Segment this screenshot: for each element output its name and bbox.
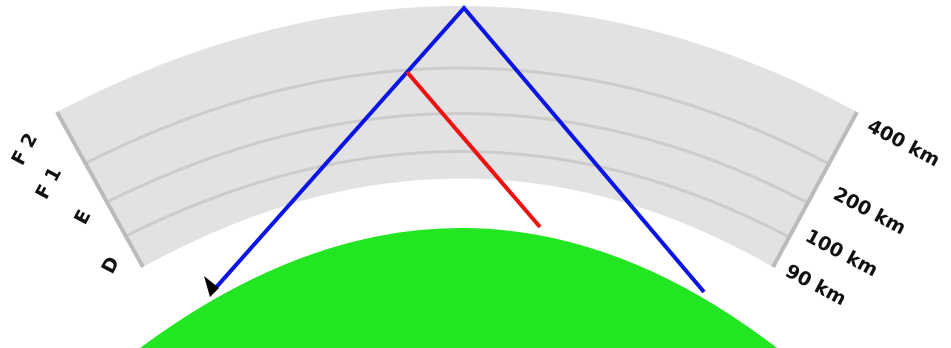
layer-label-e: E <box>70 206 96 228</box>
layer-label-d: D <box>97 253 124 277</box>
earth-surface <box>140 228 777 348</box>
arrowhead-icon <box>204 276 219 297</box>
altitude-label-400km: 400 km <box>864 115 944 171</box>
layer-label-f2: F 2 <box>7 130 42 169</box>
altitude-label-90km: 90 km <box>782 260 850 310</box>
layer-label-f1: F 1 <box>31 164 66 203</box>
altitude-label-200km: 200 km <box>830 183 910 239</box>
ionosphere-band <box>57 6 857 267</box>
